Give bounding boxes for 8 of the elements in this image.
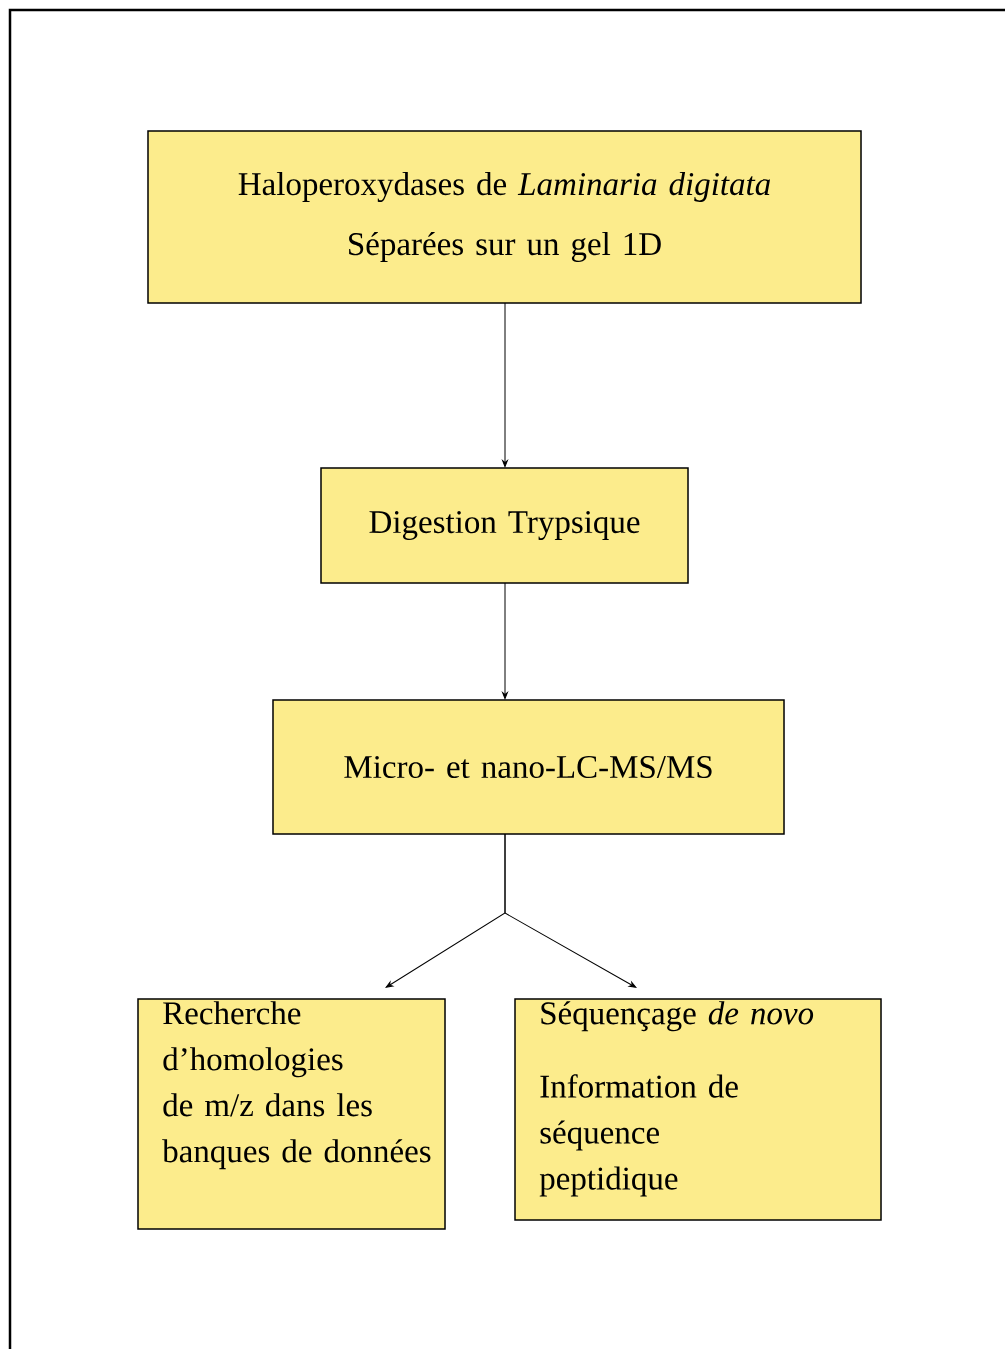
process-box: Haloperoxydases de Laminaria digitata Séparées sur un gel 1D xyxy=(147,130,862,304)
arrow xyxy=(504,833,637,988)
process-box: Digestion Trypsique xyxy=(320,467,689,584)
process-box: Séquençage de novo Information de séquence peptidique xyxy=(514,998,882,1221)
arrow xyxy=(502,582,508,700)
process-box: Recherche d’homologies de m/z dans les banques de données xyxy=(137,998,446,1230)
arrow xyxy=(502,302,508,468)
process-box: Micro- et nano-LC-MS/MS xyxy=(272,699,785,835)
